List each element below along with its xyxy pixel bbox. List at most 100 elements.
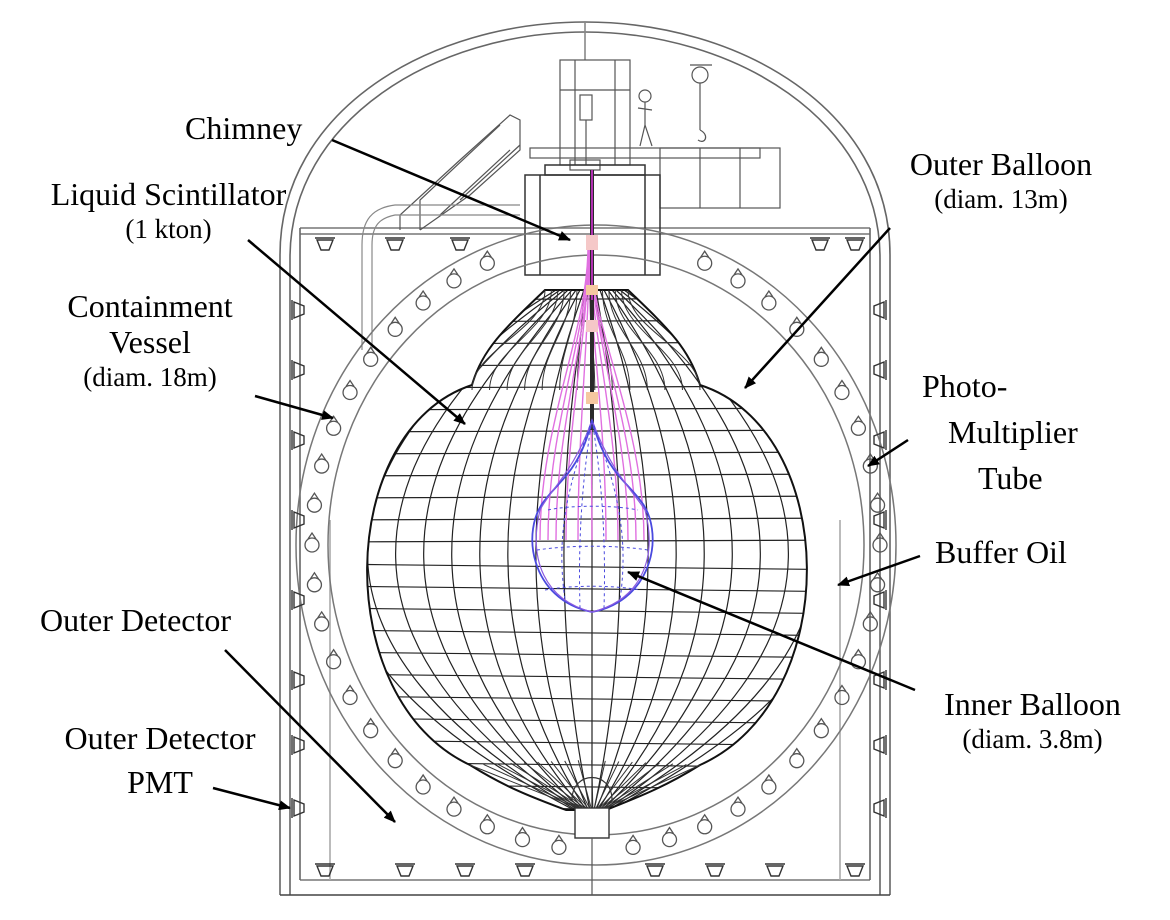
vessel-pmt xyxy=(387,316,403,337)
vessel-pmt xyxy=(661,826,678,848)
vessel-pmt xyxy=(415,290,431,311)
wall-pmt-left xyxy=(291,299,305,321)
label-outer-balloon-name: Outer Balloon xyxy=(909,146,1093,182)
wall-pmt-left xyxy=(291,734,305,756)
wall-pmt-left xyxy=(291,359,305,381)
inner-balloon-arrow xyxy=(627,570,916,692)
bottom-rope xyxy=(602,763,674,809)
top-rope xyxy=(471,289,546,391)
vessel-pmt xyxy=(761,290,777,311)
wall-pmt-top xyxy=(809,237,831,251)
buffer-oil-arrow xyxy=(837,554,921,587)
wall-pmt-bottom xyxy=(644,863,666,877)
leader-arrows xyxy=(212,138,921,823)
mesh-parallel xyxy=(367,363,807,367)
mesh-meridian xyxy=(451,290,583,810)
bottom-rope xyxy=(523,762,585,809)
vessel-pmt xyxy=(314,453,330,474)
vessel-pmt xyxy=(834,684,850,706)
vessel-pmt xyxy=(761,774,777,795)
inner-balloon xyxy=(531,418,654,613)
bottom-rope xyxy=(599,762,647,809)
label-outer-detector-pmt-2: PMT xyxy=(127,764,193,800)
bottom-rope xyxy=(483,763,580,809)
vessel-pmt xyxy=(514,826,531,848)
suspension-strap xyxy=(565,239,589,541)
top-rope xyxy=(524,289,565,391)
vessel-pmt xyxy=(834,379,850,401)
top-platform xyxy=(361,59,781,350)
label-inner-balloon-diam: (diam. 3.8m) xyxy=(962,724,1103,754)
bottom-rope xyxy=(510,762,584,809)
vessel-pmt xyxy=(306,492,323,513)
label-pmt-1: Photo- xyxy=(922,368,1008,404)
mesh-meridian xyxy=(605,290,789,810)
vessel-pmt xyxy=(446,268,462,289)
vessel-pmt xyxy=(304,532,320,553)
wall-pmt-bottom xyxy=(454,863,476,877)
bottom-rope xyxy=(591,760,594,809)
vessel-pmt xyxy=(342,684,358,706)
label-inner-balloon: Inner Balloon (diam. 3.8m) xyxy=(925,686,1140,756)
mesh-parallel xyxy=(367,407,807,411)
label-outer-detector: Outer Detector xyxy=(40,602,232,638)
chimney-arrow xyxy=(331,138,571,242)
label-photomultiplier-tube: Photo- Multiplier Tube xyxy=(920,368,1078,496)
vessel-pmt xyxy=(387,748,403,769)
wall-pmt-bottom xyxy=(314,863,336,877)
mesh-meridian xyxy=(601,290,733,810)
vessel-pmt xyxy=(363,718,379,739)
bottom-rope xyxy=(577,760,592,809)
mesh-meridian xyxy=(423,290,581,810)
mesh-parallel xyxy=(367,673,807,681)
mesh-parallel xyxy=(367,629,807,637)
mesh-parallel xyxy=(367,473,807,477)
mesh-meridian xyxy=(599,290,705,810)
bottom-rope xyxy=(593,760,606,809)
wall-pmt-bottom xyxy=(764,863,786,877)
wall-pmt-bottom xyxy=(394,863,416,877)
wall-pmt-left xyxy=(291,429,305,451)
label-containment-vessel-diam: (diam. 18m) xyxy=(83,362,217,392)
outer-tank xyxy=(279,21,891,896)
vessel-pmt xyxy=(446,796,462,817)
vessel-pmt xyxy=(325,415,342,436)
mesh-meridian xyxy=(603,290,761,810)
outer-detector-pmts xyxy=(291,237,887,877)
bottom-rope xyxy=(469,764,579,809)
mesh-parallel xyxy=(367,451,807,455)
outer-detector-pmt-arrow xyxy=(212,786,291,811)
vessel-pmt xyxy=(697,250,713,271)
chimney-tube xyxy=(586,170,598,430)
vessel-pmt xyxy=(306,572,323,593)
vessel-pmt xyxy=(479,814,495,835)
mesh-parallel xyxy=(367,563,807,571)
mesh-parallel xyxy=(367,517,807,521)
suspension-strap xyxy=(577,239,590,541)
mesh-parallel xyxy=(367,495,807,499)
bottom-rope xyxy=(604,763,687,809)
suspension-strap xyxy=(587,239,607,541)
vessel-pmt xyxy=(314,611,330,632)
bottom-rope xyxy=(600,762,660,809)
pmt-arrow xyxy=(867,438,909,468)
vessel-pmt xyxy=(551,834,567,856)
vessel-pmt xyxy=(789,748,805,769)
liquid-scintillator-arrow xyxy=(247,239,466,425)
vessel-pmt xyxy=(342,379,358,401)
label-outer-balloon-diam: (diam. 13m) xyxy=(934,184,1068,214)
top-rope xyxy=(627,289,701,391)
wall-pmt-left xyxy=(291,797,305,819)
vessel-pmt xyxy=(869,492,886,513)
label-containment-vessel-2: Vessel xyxy=(109,324,191,360)
containment-vessel-pmts xyxy=(304,250,888,856)
vessel-pmt xyxy=(730,796,746,817)
vessel-pmt xyxy=(415,774,431,795)
wall-pmt-top xyxy=(844,237,866,251)
mesh-parallel xyxy=(367,695,807,703)
top-rope xyxy=(601,289,631,391)
label-chimney: Chimney xyxy=(185,110,303,146)
label-outer-detector-pmt: Outer Detector PMT xyxy=(40,720,280,800)
vessel-pmt xyxy=(869,572,886,593)
